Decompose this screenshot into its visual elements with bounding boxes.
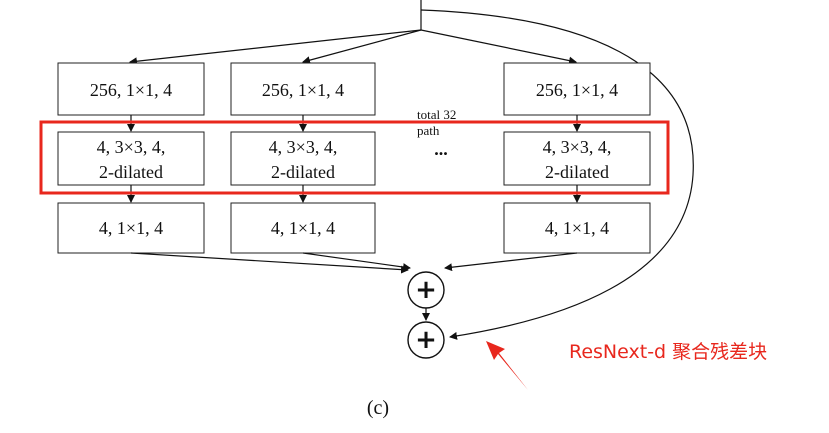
merge-arrow-col1 (130, 252, 409, 274)
split-arrow-col3 (420, 29, 577, 65)
conv-label-bottom-col3: 4, 1×1, 4 (545, 218, 609, 238)
conv-label-mid1-col3: 4, 3×3, 4, (543, 137, 612, 157)
conv-label-mid2-col3: 2-dilated (545, 162, 609, 182)
shortcut-connection (420, 9, 694, 340)
conv-label-bottom-col2: 4, 1×1, 4 (271, 218, 335, 238)
conv-label-mid2-col1: 2-dilated (99, 162, 163, 182)
conv-box-top-col2 (230, 62, 376, 116)
total-paths-label-line2: path (417, 123, 440, 138)
residual-plus-node (407, 321, 445, 359)
annotation-label: ResNext-d 聚合残差块 (569, 341, 767, 363)
conv-box-bottom-col2 (230, 202, 376, 254)
conv-label-mid1-col2: 4, 3×3, 4, (269, 137, 338, 157)
conv-box-bottom-col1 (57, 202, 205, 254)
conv-label-top-col3: 256, 1×1, 4 (536, 80, 618, 100)
conv-box-top-col3 (503, 62, 651, 116)
annotation-arrow-icon (486, 341, 528, 390)
conv-box-mid-col1 (57, 131, 205, 186)
conv-box-mid-col3 (503, 131, 651, 186)
conv-label-mid2-col2: 2-dilated (271, 162, 335, 182)
figure-caption: (c) (367, 397, 389, 419)
split-arrow-col1 (129, 29, 422, 66)
merge-arrow-col2 (302, 252, 411, 271)
conv-box-mid-col2 (230, 131, 376, 186)
conv-box-top-col1 (57, 62, 205, 116)
plus-symbol-residual: + (415, 325, 437, 355)
highlight-box (39, 120, 670, 195)
total-paths-label-line1: total 32 (417, 107, 456, 122)
conv-label-top-col2: 256, 1×1, 4 (262, 80, 344, 100)
plus-symbol-aggregation: + (415, 275, 437, 305)
merge-arrow-col3 (444, 252, 578, 272)
split-arrow-col2 (302, 29, 422, 65)
conv-label-bottom-col1: 4, 1×1, 4 (99, 218, 163, 238)
ellipsis-label: ... (434, 139, 448, 159)
conv-label-mid1-col1: 4, 3×3, 4, (97, 137, 166, 157)
conv-label-top-col1: 256, 1×1, 4 (90, 80, 172, 100)
